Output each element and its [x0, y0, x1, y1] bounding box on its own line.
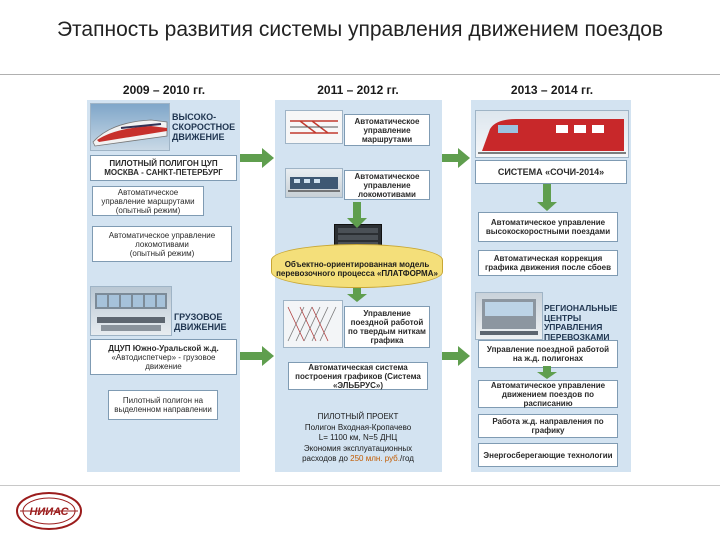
pilot-dedicated-direction: Пилотный полигон на выделенном направлен… [108, 390, 218, 420]
pilot-length: L= 1100 км, N=5 ДНЦ [318, 433, 398, 442]
footer-divider [0, 485, 720, 486]
auto-locomotives-trial: Автоматическое управление локомотивами (… [92, 226, 232, 262]
pilot-savings: расходов до 250 млн. руб./год [282, 454, 434, 465]
locomotive-image [285, 168, 343, 198]
regional-center-image [475, 292, 543, 340]
schedule-graph-image [283, 300, 343, 348]
arrow-col2-col3-top [442, 148, 470, 168]
niias-logo: НИИАС [14, 490, 84, 537]
auto-locomotive-management: Автоматическое управление локомотивами [344, 170, 430, 200]
pilot-savings-label: Экономия эксплуатационных [303, 443, 413, 453]
arrow-col1-col2-bottom [240, 346, 274, 366]
dcup-subtitle: «Автодиспетчер» - грузовое движение [111, 352, 216, 371]
arrow-down-col3 [537, 184, 557, 211]
train-management-hard-schedule: Управление поездной работой по твердым н… [344, 306, 430, 348]
route-scheme-image [285, 110, 343, 144]
hsr-heading: ВЫСОКО- СКОРОСТНОЕ ДВИЖЕНИЕ [172, 112, 236, 142]
pilot-cup-moscow-spb: ПИЛОТНЫЙ ПОЛИГОН ЦУП МОСКВА - САНКТ-ПЕТЕ… [90, 155, 237, 181]
platform-model: Объектно-ориентированная модель перевозо… [271, 244, 443, 288]
auto-routes-trial: Автоматическое управление маршрутами (оп… [92, 186, 204, 216]
pilot-savings-prefix: расходов до [302, 454, 351, 463]
pilot-project-title: ПИЛОТНЫЙ ПРОЕКТ [317, 412, 399, 421]
period-2013-2014: 2013 – 2014 гг. [510, 83, 594, 97]
arrow-col1-col2-top [240, 148, 274, 168]
control-center-image [90, 286, 172, 336]
sochi-train-image [475, 110, 629, 158]
period-2011-2012: 2011 – 2012 гг. [317, 83, 399, 97]
sochi-2014-system: СИСТЕМА «СОЧИ-2014» [475, 160, 627, 184]
pilot-savings-suffix: /год [399, 454, 414, 463]
auto-route-management: Автоматическое управление маршрутами [344, 114, 430, 146]
freight-heading: ГРУЗОВОЕ ДВИЖЕНИЕ [174, 312, 227, 332]
high-speed-train-image [90, 103, 170, 151]
auto-schedule-control: Автоматическое управление движением поез… [478, 380, 618, 408]
regional-centers-heading: РЕГИОНАЛЬНЫЕ ЦЕНТРЫ УПРАВЛЕНИЯ ПЕРЕВОЗКА… [544, 303, 618, 342]
arrow-down-col2-top [347, 202, 367, 228]
arrow-down-col3-lower [537, 366, 557, 379]
arrow-down-col2-bottom [347, 288, 367, 302]
schedule-auto-correction: Автоматическая коррекция графика движени… [478, 250, 618, 276]
title-divider [0, 74, 720, 75]
period-2009-2010: 2009 – 2010 гг. [122, 83, 206, 97]
dcup-title: ДЦУП Южно-Уральской ж.д. [108, 343, 219, 353]
pilot-project-text: ПИЛОТНЫЙ ПРОЕКТ Полигон Входная-Кропачев… [282, 412, 434, 465]
elbrus-system: Автоматическая система построения график… [288, 362, 428, 390]
energy-saving-tech: Энергосберегающие технологии [478, 443, 618, 467]
page-title: Этапность развития системы управления дв… [56, 18, 664, 41]
arrow-col2-col3-bottom [442, 346, 470, 366]
pilot-savings-value: 250 млн. руб. [350, 454, 400, 463]
logo-text: НИИАС [29, 506, 69, 518]
pilot-polygon: Полигон Входная-Кропачево [304, 422, 412, 432]
dcup-south-ural: ДЦУП Южно-Уральской ж.д. «Автодиспетчер»… [90, 339, 237, 375]
rail-direction-schedule: Работа ж.д. направления по графику [478, 414, 618, 438]
hsr-automatic-control: Автоматическое управление высокоскоростн… [478, 212, 618, 242]
